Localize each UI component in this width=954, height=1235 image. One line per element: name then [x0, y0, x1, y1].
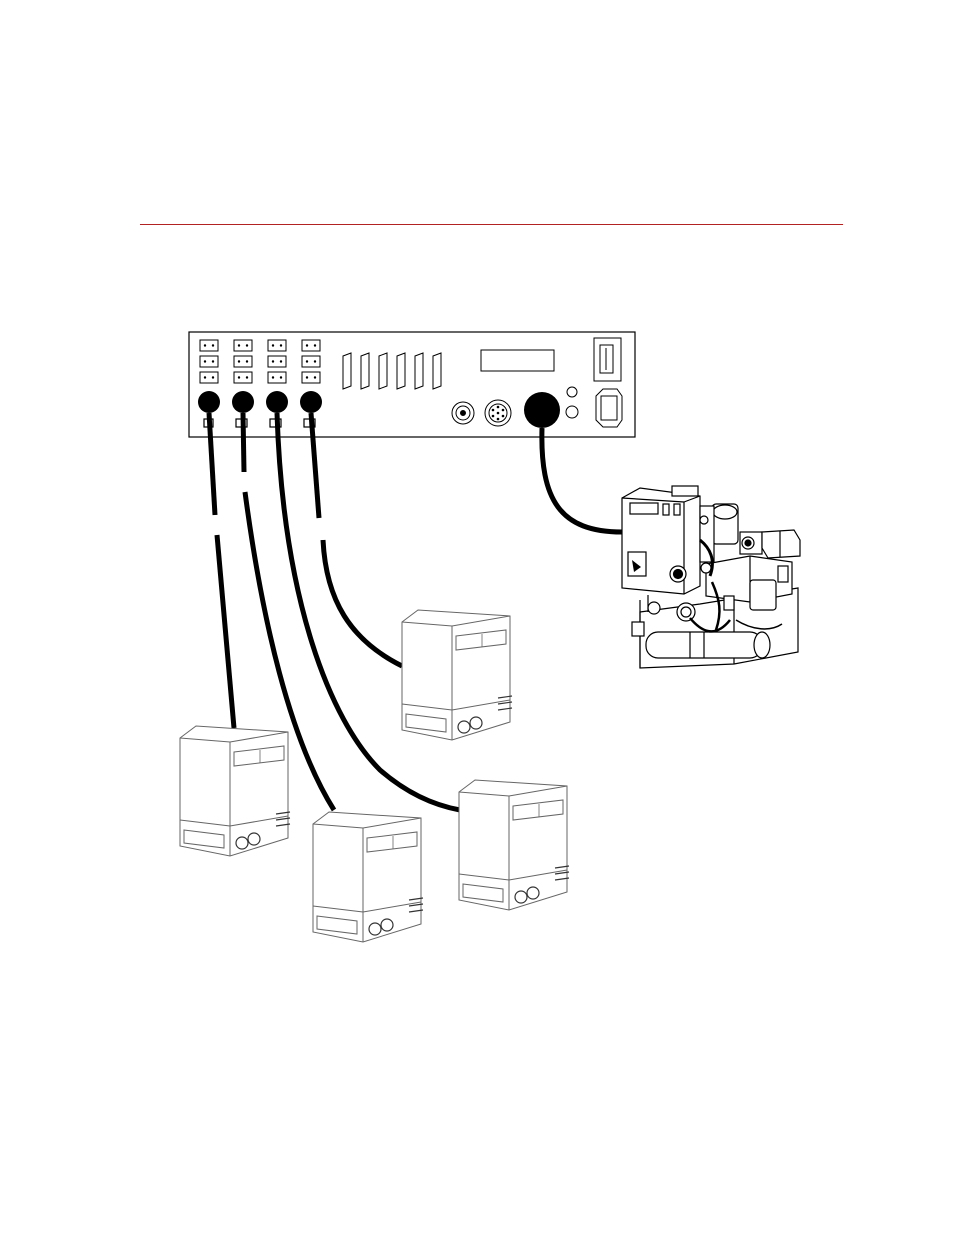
display-window [481, 350, 554, 371]
power-inlet [596, 389, 622, 427]
pump-assembly [622, 486, 800, 668]
indicator-lamp [567, 387, 577, 397]
indicator-lamp [566, 406, 578, 418]
controller-panel [189, 332, 635, 437]
heater-unit-bottom [313, 812, 423, 942]
multi-pin-connector [485, 400, 511, 426]
pump-control-socket [524, 392, 560, 428]
heater-unit-right [459, 780, 569, 910]
power-switch [594, 338, 621, 381]
circular-connector [452, 402, 474, 424]
heater-unit-upper [402, 610, 512, 740]
heater-unit-left [180, 726, 290, 856]
sensor-cable [542, 428, 622, 532]
